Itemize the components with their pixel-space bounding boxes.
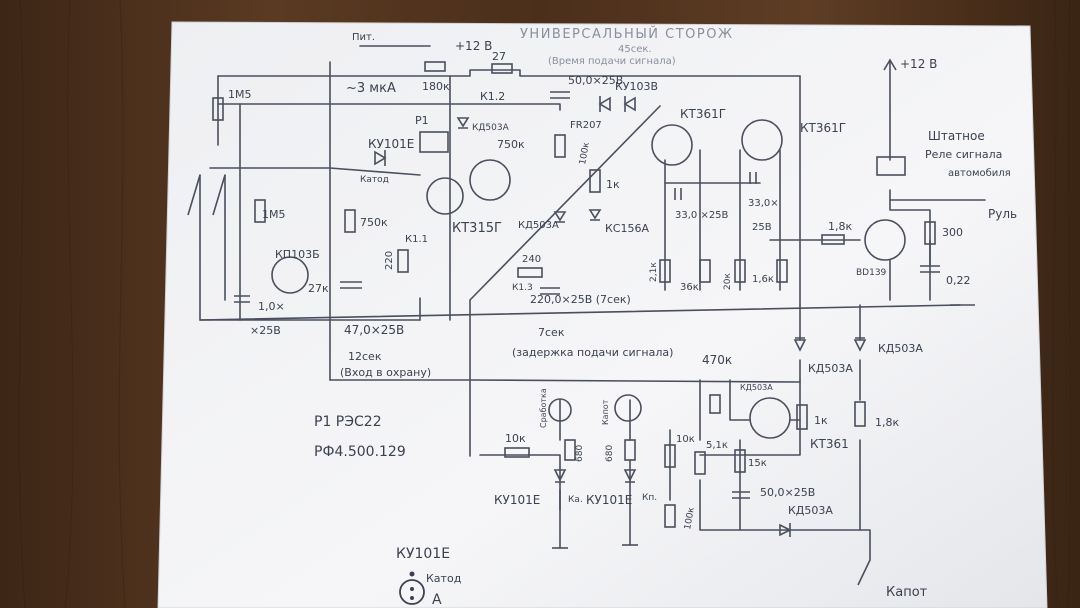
plus12-left-label: +12 В <box>455 39 492 53</box>
label-kd503a-bottom: КД503А <box>788 504 833 517</box>
label-ku101e-top: КУ101Е <box>368 137 414 151</box>
plus12-right-label: +12 В <box>900 57 937 71</box>
component-labels: 1М5 180к 27 К1.2 50,0×25В КУ103В Р1 КД50… <box>228 50 1017 600</box>
label-kd503a-4: КД503А <box>878 342 923 355</box>
label-5-1k: 5,1к <box>706 440 728 451</box>
label-7sec: 7сек <box>538 326 565 339</box>
label-c220: 220,0×25В (7сек) <box>530 293 631 306</box>
label-kd503a-small: КД503А <box>740 383 773 392</box>
label-c33-1: 33,0 ×25В <box>675 210 729 221</box>
label-kp103b: КП103Б <box>275 248 320 261</box>
note-signal-time: (Время подачи сигнала) <box>548 56 676 67</box>
label-1k-low: 1к <box>814 414 828 427</box>
pinout-dot-katod <box>409 571 415 577</box>
label-avto: автомобиля <box>948 168 1011 179</box>
label-delay: (задержка подачи сигнала) <box>512 346 673 359</box>
power-label: Пит. <box>352 32 375 43</box>
wiring <box>199 45 986 561</box>
label-1x: 1,0× <box>258 300 285 313</box>
label-15k: 15к <box>748 458 767 469</box>
label-ku101e-1: КУ101Е <box>494 493 540 507</box>
label-470k: 470к <box>702 353 732 367</box>
components <box>187 58 975 586</box>
label-sraboty: Сработка <box>539 388 548 428</box>
pinout-dot-a <box>410 596 414 600</box>
label-1-8k-low: 1,8к <box>875 416 899 429</box>
label-022: 0,22 <box>946 274 971 287</box>
wood-grain <box>18 0 1072 608</box>
label-p1: Р1 <box>415 114 429 127</box>
label-100k-low: 100к <box>683 506 697 531</box>
label-c50-top: 50,0×25В <box>568 74 623 87</box>
label-bd139: BD139 <box>856 268 887 278</box>
diagram-title: УНИВЕРСАЛЬНЫЙ СТОРОЖ <box>520 26 734 42</box>
label-c47: 47,0×25В <box>344 323 404 337</box>
label-rul: Руль <box>988 207 1017 221</box>
label-kt315g: КТ315Г <box>452 221 502 236</box>
label-1m5-mid: 1М5 <box>262 208 286 221</box>
label-240: 240 <box>522 254 541 265</box>
label-1-6k: 1,6к <box>752 274 774 285</box>
note-45sec: 45сек. <box>618 44 652 55</box>
label-c33-2b: 25В <box>752 222 772 233</box>
label-ka: Ка. <box>568 495 583 505</box>
label-10k-1: 10к <box>505 432 526 445</box>
pinout-dot-mid <box>410 587 414 591</box>
label-kapot-switch: Капот <box>886 585 928 600</box>
label-kd503a-2: КД503А <box>518 220 559 231</box>
current-label: ~3 мкА <box>346 81 396 96</box>
label-kapot-led: Капот <box>601 399 610 425</box>
label-20k: 20к <box>723 273 733 290</box>
label-c50-low: 50,0×25В <box>760 486 815 499</box>
label-k12: К1.2 <box>480 90 505 103</box>
label-12sec: 12сек <box>348 350 382 363</box>
label-10k-2: 10к <box>676 434 695 445</box>
label-680-1: 680 <box>575 445 585 462</box>
label-fr207: FR207 <box>570 120 602 131</box>
label-680-2: 680 <box>605 445 615 462</box>
label-kt361: КТ361 <box>810 437 849 451</box>
label-ku103v: КУ103В <box>615 80 658 93</box>
label-220: 220 <box>384 251 395 270</box>
relay-name: Р1 РЭС22 <box>314 414 382 430</box>
label-750k-2: 750к <box>360 216 388 229</box>
label-180k: 180к <box>422 80 450 93</box>
label-kt361g-2: КТ361Г <box>800 121 846 135</box>
paper-sheet <box>157 21 1048 608</box>
label-2-1k: 2,1к <box>649 262 659 282</box>
label-entry: (Вход в охрану) <box>340 366 431 379</box>
label-1m5-top: 1М5 <box>228 88 252 101</box>
pinout-katod: Катод <box>426 572 462 585</box>
label-27k: 27к <box>308 282 329 295</box>
label-36k: 36к <box>680 282 699 293</box>
label-ku101e-2: КУ101Е <box>586 493 632 507</box>
label-1-8k-top: 1,8к <box>828 220 852 233</box>
label-kc156a: КС156А <box>605 222 649 235</box>
label-750k-1: 750к <box>497 138 525 151</box>
relay-part: РФ4.500.129 <box>314 444 406 460</box>
label-katod-top: Катод <box>360 175 389 185</box>
label-c33-2: 33,0× <box>748 198 779 209</box>
label-rele: Реле сигнала <box>925 148 1002 161</box>
label-27: 27 <box>492 50 506 63</box>
pinout-a: А <box>432 592 442 608</box>
label-k13: К1.3 <box>512 283 533 293</box>
label-300: 300 <box>942 226 963 239</box>
label-kp: Кп. <box>642 493 657 503</box>
pinout-name: КУ101Е <box>396 546 450 562</box>
pinout-symbol <box>399 579 425 605</box>
label-1k-mid: 1к <box>606 178 620 191</box>
label-kd503a-1: КД503А <box>472 123 510 133</box>
label-100k: 100к <box>578 141 592 166</box>
label-kt361g-1: КТ361Г <box>680 107 726 121</box>
label-shtatnoe: Штатное <box>928 129 985 143</box>
label-kd503a-3: КД503А <box>808 362 853 375</box>
label-k11: К1.1 <box>405 234 428 245</box>
label-x25v: ×25В <box>250 324 281 337</box>
